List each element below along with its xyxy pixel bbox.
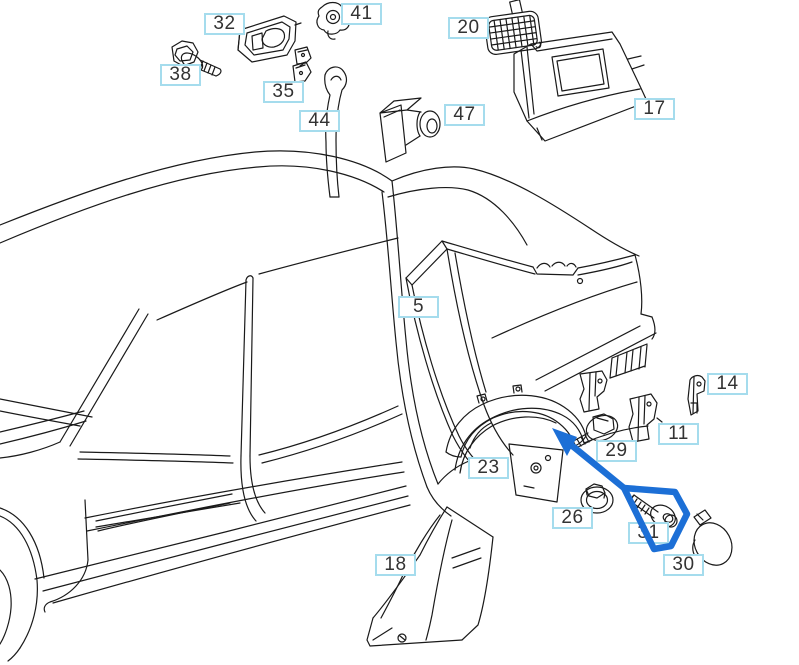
car-body-drawing — [0, 150, 640, 662]
small-parts-top-row — [171, 0, 647, 198]
part-label-23[interactable]: 23 — [468, 457, 509, 479]
part-label-29[interactable]: 29 — [596, 440, 637, 462]
part-label-20[interactable]: 20 — [448, 17, 489, 39]
part-label-44[interactable]: 44 — [299, 110, 340, 132]
part-label-35[interactable]: 35 — [263, 81, 304, 103]
part-label-38[interactable]: 38 — [160, 64, 201, 86]
sill-closing-panel-18-drawing — [366, 506, 494, 647]
part-label-30[interactable]: 30 — [663, 554, 704, 576]
part-label-47[interactable]: 47 — [444, 104, 485, 126]
part-label-31[interactable]: 31 — [628, 522, 669, 544]
part-label-26[interactable]: 26 — [552, 507, 593, 529]
part-label-14[interactable]: 14 — [707, 373, 748, 395]
part-label-17[interactable]: 17 — [634, 98, 675, 120]
part-label-11[interactable]: 11 — [658, 423, 699, 445]
part-label-5[interactable]: 5 — [398, 296, 439, 318]
part-label-41[interactable]: 41 — [341, 3, 382, 25]
part-label-32[interactable]: 32 — [204, 13, 245, 35]
wheel-arch-liner-drawing — [445, 384, 587, 503]
bracket-drawing — [579, 370, 706, 443]
part-label-18[interactable]: 18 — [375, 554, 416, 576]
